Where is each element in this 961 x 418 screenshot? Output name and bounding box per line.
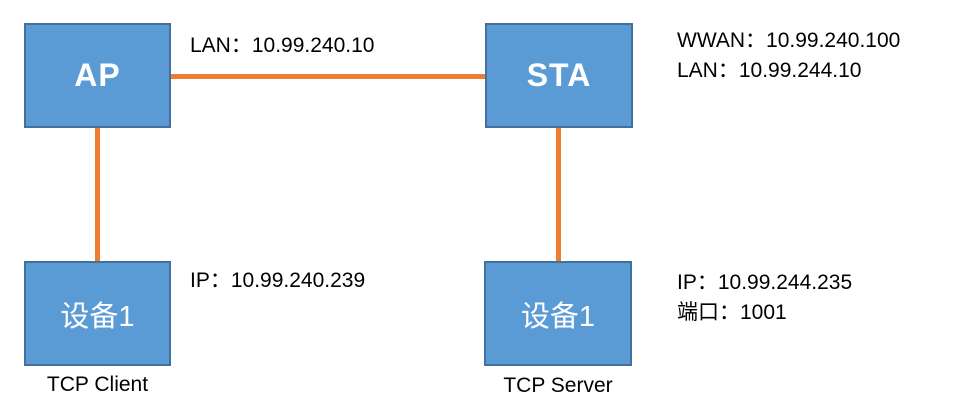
link-ap-client xyxy=(95,128,100,261)
link-sta-server xyxy=(556,128,561,261)
node-device-server-label: 设备1 xyxy=(520,300,596,333)
node-device-client-label: 设备1 xyxy=(60,300,135,333)
node-ap-label: AP xyxy=(74,57,121,93)
annotation-server-address: IP：10.99.244.235 端口：1001 xyxy=(677,268,852,328)
annotation-ap-sta-lan: LAN：10.99.240.10 xyxy=(190,31,374,61)
annotation-sta-addresses: WWAN：10.99.240.100 LAN：10.99.244.10 xyxy=(677,26,900,86)
caption-tcp-server: TCP Server xyxy=(503,374,613,397)
node-sta-label: STA xyxy=(526,57,592,93)
caption-tcp-client: TCP Client xyxy=(46,373,149,396)
annotation-client-ip-text: IP：10.99.240.239 xyxy=(190,269,366,292)
node-ap: AP xyxy=(24,23,171,128)
annotation-server-port: 端口：1001 xyxy=(677,301,787,324)
node-device-client: 设备1 xyxy=(24,261,171,366)
node-sta: STA xyxy=(485,23,633,128)
annotation-client-ip: IP：10.99.240.239 xyxy=(190,266,365,296)
annotation-sta-lan: LAN：10.99.244.10 xyxy=(677,59,862,82)
annotation-ap-sta-lan-text: LAN：10.99.240.10 xyxy=(190,34,375,57)
annotation-sta-wwan: WWAN：10.99.240.100 xyxy=(677,29,901,52)
link-ap-sta xyxy=(171,74,485,79)
node-device-server: 设备1 xyxy=(484,261,632,366)
annotation-server-ip: IP：10.99.244.235 xyxy=(677,271,853,294)
